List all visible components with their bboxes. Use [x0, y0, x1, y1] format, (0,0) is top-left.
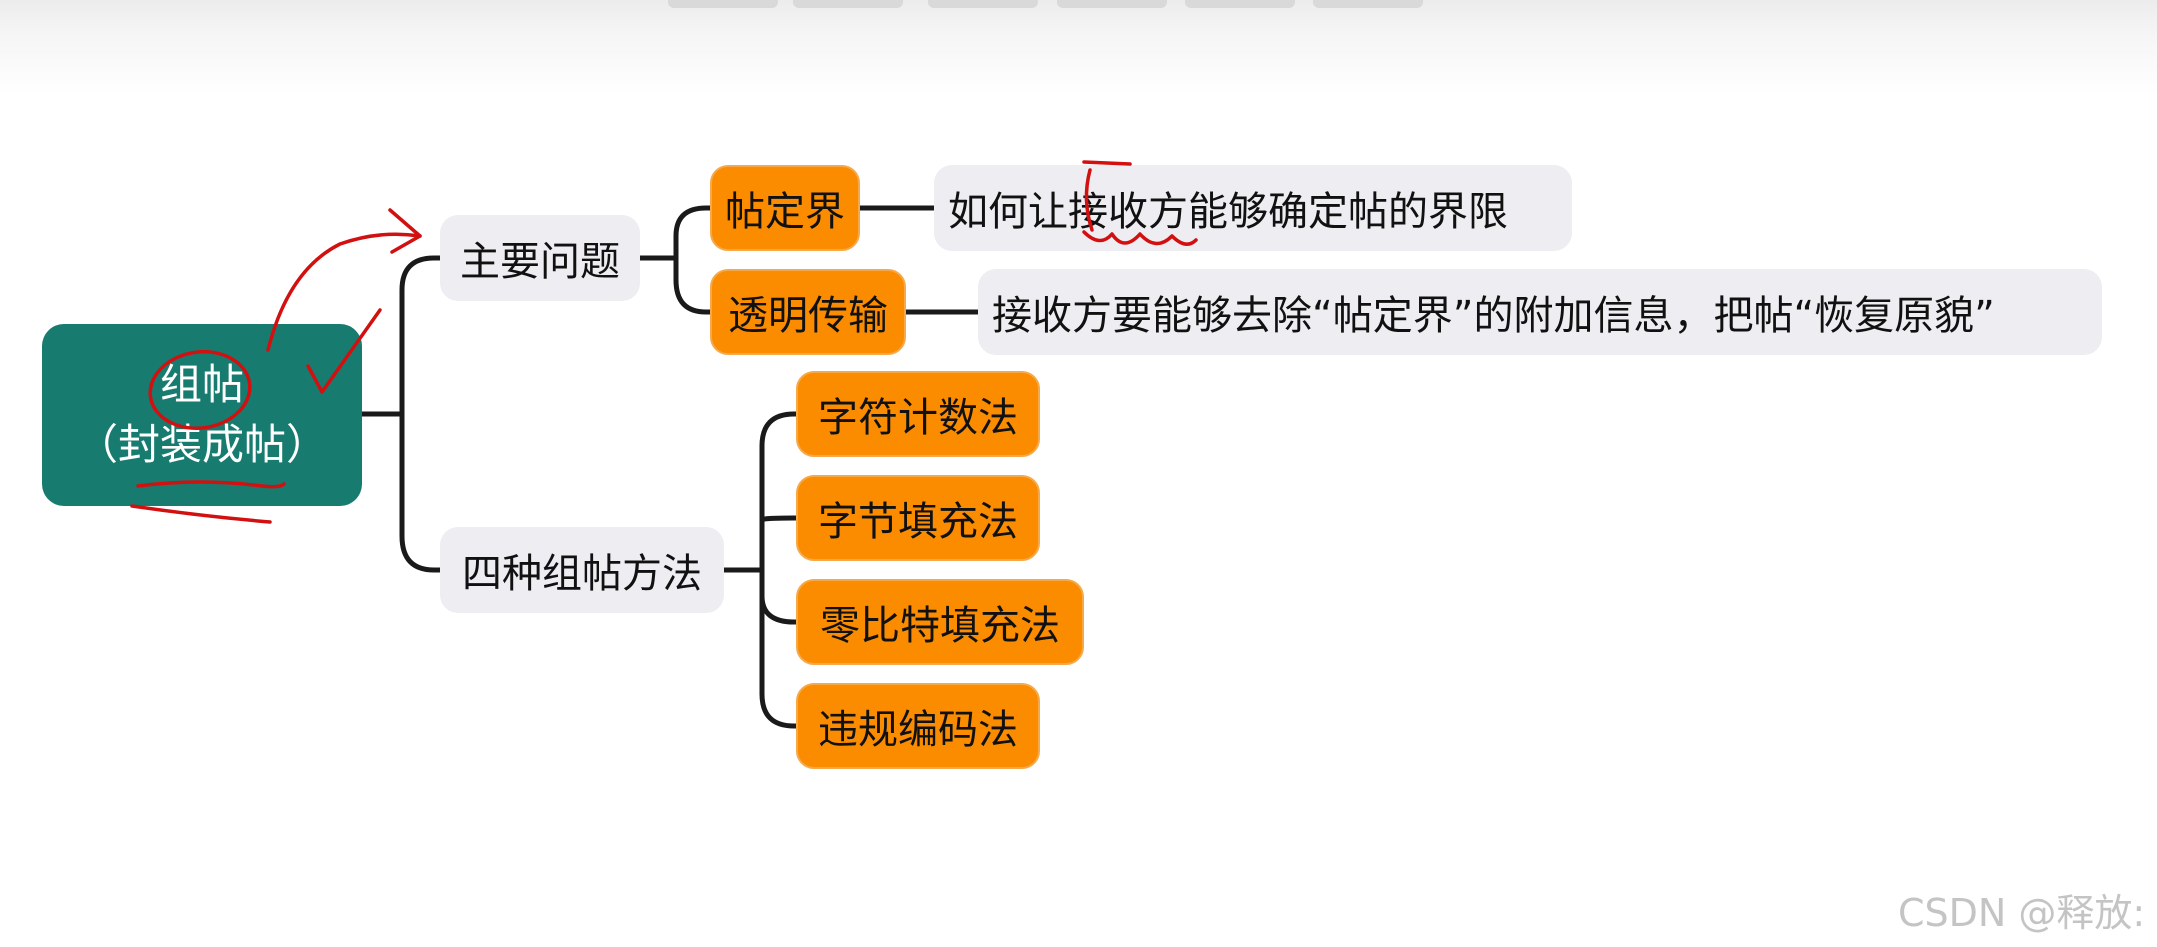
toolbar-tab[interactable]	[1313, 0, 1423, 8]
branch-main-issues[interactable]: 主要问题	[440, 215, 640, 301]
leaf-label: 帖定界	[725, 189, 845, 235]
connector-four-methods	[399, 287, 443, 573]
leaf-transparent-transmission[interactable]: 透明传输	[710, 269, 906, 355]
root-node[interactable]: 组帖 （封装成帖）	[42, 324, 362, 506]
connector-m1	[759, 411, 799, 573]
desc-text: 接收方要能够去除“帖定界”的附加信息，把帖“恢复原貌”	[992, 293, 1995, 339]
connector-m2	[759, 515, 799, 523]
leaf-byte-stuffing[interactable]: 字节填充法	[796, 475, 1040, 561]
leaf-violation-coding[interactable]: 违规编码法	[796, 683, 1040, 769]
leaf-label: 透明传输	[728, 293, 888, 339]
top-toolbar-strip	[0, 0, 2157, 95]
leaf-char-count[interactable]: 字符计数法	[796, 371, 1040, 457]
connector-transparent	[673, 255, 713, 315]
toolbar-tab[interactable]	[793, 0, 903, 8]
leaf-label: 零比特填充法	[820, 603, 1060, 649]
connector-m3	[759, 567, 799, 625]
toolbar-tab[interactable]	[668, 0, 778, 8]
watermark: CSDN @释放:	[1898, 891, 2146, 935]
connector-main-issues	[399, 255, 443, 293]
branch-four-methods[interactable]: 四种组帖方法	[440, 527, 724, 613]
toolbar-tab[interactable]	[1057, 0, 1167, 8]
desc-frame-delimit: 如何让接收方能够确定帖的界限	[934, 165, 1572, 251]
root-subtitle: （封装成帖）	[75, 420, 328, 469]
leaf-label: 字节填充法	[818, 499, 1018, 545]
root-title: 组帖	[159, 360, 244, 409]
connector-frame-delimit	[673, 205, 713, 261]
desc-text: 如何让接收方能够确定帖的界限	[948, 189, 1508, 235]
desc-transparent-transmission: 接收方要能够去除“帖定界”的附加信息，把帖“恢复原貌”	[978, 269, 2102, 355]
leaf-label: 字符计数法	[818, 395, 1018, 441]
toolbar-tab[interactable]	[928, 0, 1038, 8]
branch-label: 主要问题	[460, 239, 620, 285]
toolbar-tab[interactable]	[1185, 0, 1295, 8]
leaf-zero-bit-stuffing[interactable]: 零比特填充法	[796, 579, 1084, 665]
leaf-frame-delimit[interactable]: 帖定界	[710, 165, 860, 251]
branch-label: 四种组帖方法	[462, 551, 702, 597]
leaf-label: 违规编码法	[818, 707, 1018, 753]
